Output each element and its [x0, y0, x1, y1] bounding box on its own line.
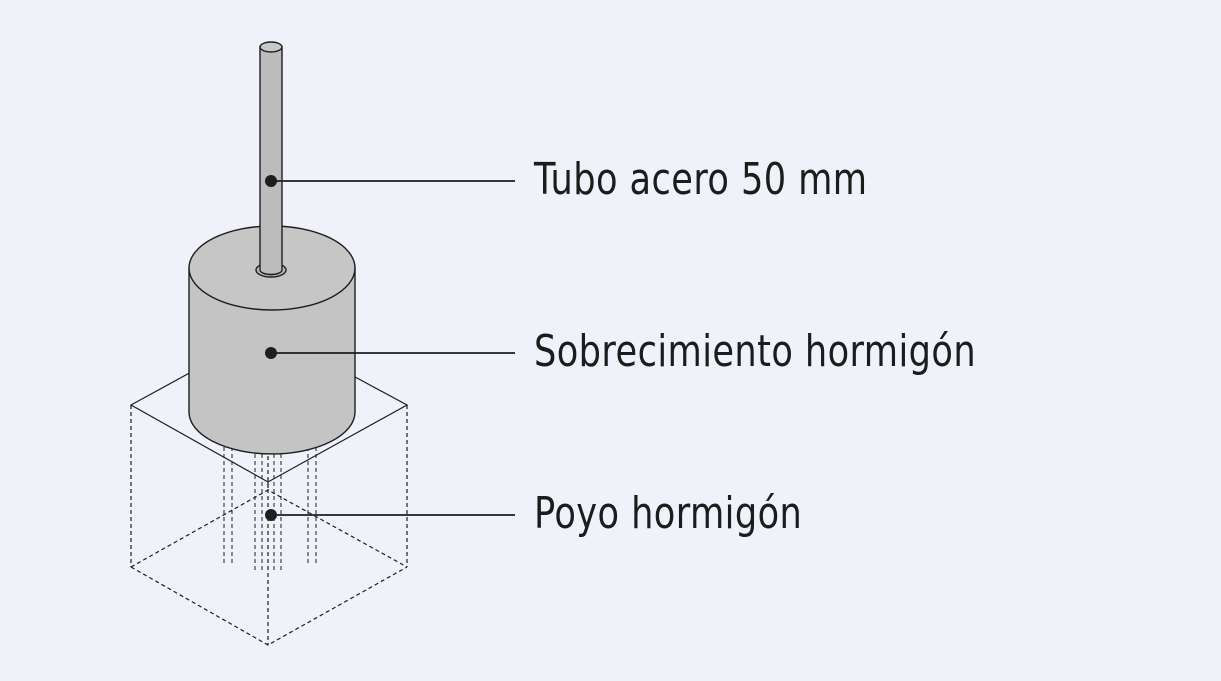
callout-dot — [265, 509, 277, 521]
embedded-rods — [223, 440, 317, 572]
callout-dot — [265, 347, 277, 359]
callout-dot — [265, 175, 277, 187]
callout-cap — [265, 347, 515, 359]
callout-base — [265, 509, 515, 521]
concrete-footing-label: Poyo hormigón — [534, 488, 803, 539]
callout-tube — [265, 175, 515, 187]
steel-tube-label: Tubo acero 50 mm — [534, 154, 868, 205]
concrete-cap-label: Sobrecimiento hormigón — [534, 326, 977, 377]
steel-tube — [259, 41, 283, 276]
